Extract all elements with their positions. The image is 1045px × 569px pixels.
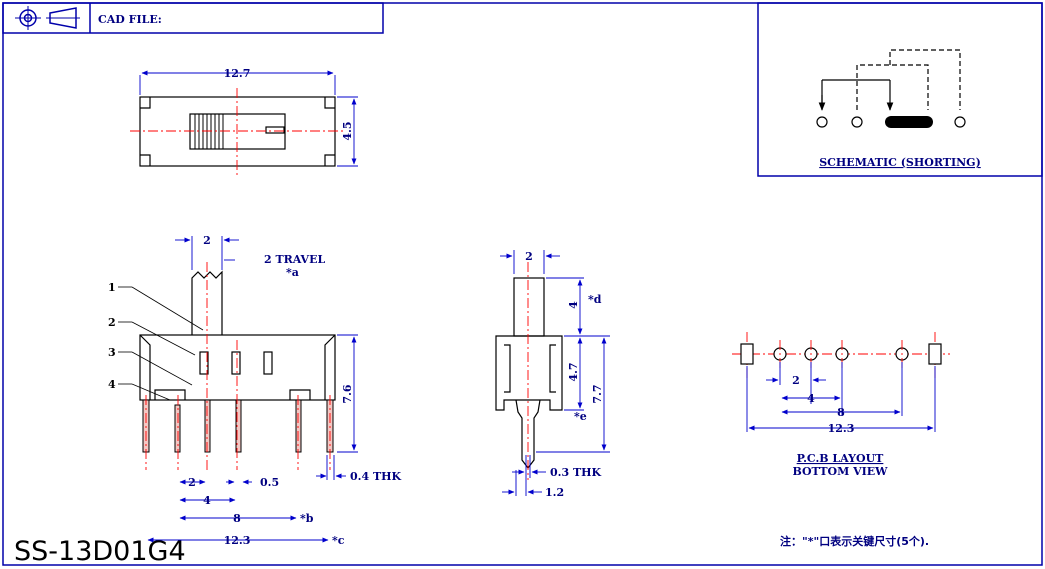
callout-2: 2	[108, 316, 116, 329]
front-span-8: 8	[233, 512, 241, 525]
third-angle-projection-icon	[15, 6, 80, 30]
callout-4: 4	[108, 378, 116, 391]
front-span-12-3-mark: *c	[332, 534, 345, 547]
front-thickness: 0.4 THK	[350, 470, 402, 483]
side-body-mark: *e	[574, 410, 587, 423]
header-block: CAD FILE:	[2, 2, 384, 34]
pcb-pitch-4: 4	[807, 392, 815, 405]
side-body-height: 4.7	[567, 362, 580, 381]
side-pin-offset: 1.2	[545, 486, 564, 499]
side-thickness: 0.3 THK	[550, 466, 602, 479]
pcb-pitch-2: 2	[792, 374, 800, 387]
top-view: 12.7 4.5	[130, 67, 358, 175]
cad-file-label: CAD FILE:	[98, 13, 162, 26]
top-height-dim: 4.5	[341, 121, 354, 140]
pcb-title-line2: BOTTOM VIEW	[792, 465, 888, 478]
side-width: 2	[525, 250, 533, 263]
top-width-dim: 12.7	[224, 67, 251, 80]
front-span-8-mark: *b	[300, 512, 314, 525]
side-total-height: 7.7	[591, 384, 604, 403]
pcb-span-12-3: 12.3	[828, 422, 855, 435]
pcb-title-line1: P.C.B LAYOUT	[797, 452, 885, 465]
front-span-12-3: 12.3	[224, 534, 251, 547]
front-pitch-2: 2	[188, 476, 196, 489]
pcb-layout: 2 4 8 12.3 P.C.B LAYOUT BOTTOM VIEW	[732, 332, 950, 478]
part-number: SS-13D01G4	[14, 536, 186, 567]
front-pins	[142, 399, 334, 453]
callout-1: 1	[108, 281, 116, 294]
schematic-block: SCHEMATIC (SHORTING)	[757, 2, 1043, 177]
side-knob-height: 4	[567, 301, 580, 309]
front-height-dim: 7.6	[341, 384, 354, 403]
front-view: 2 2 TRAVEL *a 1 2 3 4 7.6 2 0.5 4 0.4 TH…	[108, 234, 402, 547]
side-knob-mark: *d	[588, 293, 602, 306]
pcb-span-8: 8	[837, 406, 845, 419]
side-view: 2 4 *d 4.7 *e 7.7 0.3 THK 1.2	[495, 250, 610, 499]
key-dimension-note: 注："*"口表示关键尺寸(5个).	[780, 534, 929, 548]
travel-mark: *a	[286, 266, 299, 279]
front-knob-width: 2	[203, 234, 211, 247]
travel-dim: 2 TRAVEL	[264, 253, 325, 266]
front-pitch-4: 4	[203, 494, 211, 507]
callout-3: 3	[108, 346, 116, 359]
front-pin-width: 0.5	[260, 476, 279, 489]
schematic-title: SCHEMATIC (SHORTING)	[819, 156, 981, 169]
